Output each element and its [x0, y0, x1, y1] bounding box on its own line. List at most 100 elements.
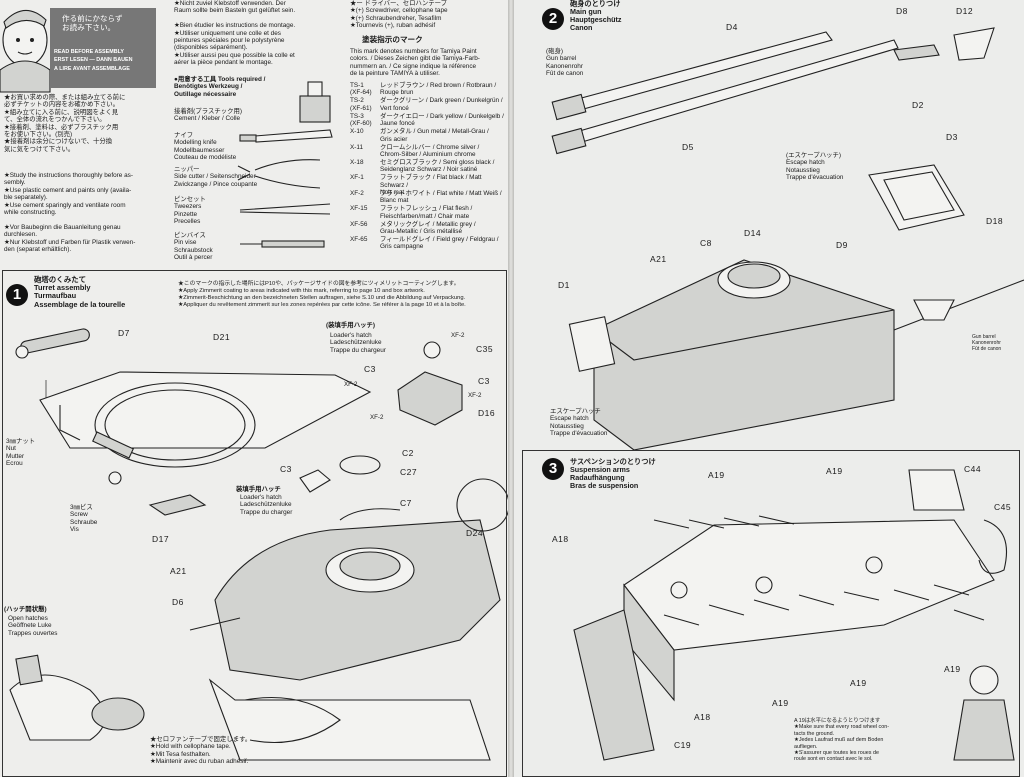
loader-hatch2-label: Loader's hatch Ladeschützenluke Trappe d…: [240, 494, 293, 516]
part-label: C35: [476, 344, 494, 354]
part-c3-drawing: [299, 469, 331, 493]
paint-mark-desc: This mark denotes numbers for Tamiya Pai…: [350, 48, 480, 78]
paint-code: XF-2: [350, 189, 364, 197]
loader-hatch-label: Loader's hatch Ladeschützenluke Trappe d…: [330, 332, 386, 354]
part-label: D4: [726, 22, 738, 32]
escape-hatch-label: (エスケープハッチ) Escape hatch Notausstieg Trap…: [786, 152, 844, 182]
paint-label: XF-2: [451, 332, 465, 339]
part-label: A21: [170, 566, 187, 576]
step1-title: 砲塔のくみたて Turret assembly Turmaufbau Assem…: [34, 275, 126, 309]
left-page-drawings: [0, 9, 508, 761]
part-label: D24: [466, 528, 484, 538]
suspension-arm-drawings: [653, 515, 985, 626]
cartoon-soldier-figure: [953, 665, 1015, 761]
paint-code: XF-65: [350, 235, 368, 243]
part-label: A19: [944, 664, 961, 674]
paint-color-row: TS-2 (XF-61)ダークグリーン / Dark green / Dunke…: [350, 97, 506, 112]
paint-color-row: XF-2 フラットホワイト / Flat white / Matt Weiß / …: [350, 190, 506, 205]
part-label: D1: [558, 280, 570, 290]
paint-name: フラットフレッシュ / Flat flesh / Fleischfarben/m…: [380, 205, 473, 220]
read-before-fr: A LIRE AVANT ASSEMBLAGE: [54, 65, 130, 72]
intro-jp-text: ★お買い求めの際、または組み立てる前に 必ずチケットの内容をお確かめ下さい。 ★…: [4, 94, 126, 153]
part-label: A18: [694, 712, 711, 722]
screw-label: 3㎜ビス Screw Schraube Vis: [70, 504, 98, 534]
paint-color-row: TS-1 (XF-64) レッドブラウン / Red brown / Rotbra…: [350, 82, 506, 97]
gun-barrel-d5-drawing: [551, 39, 899, 155]
part-label: D14: [744, 228, 762, 238]
part-label: D5: [682, 142, 694, 152]
gun-barrel-small-label: Gun barrel Kanonenrohr Fût de canon: [972, 334, 1002, 352]
open-hatch-label: Open hatches Geöffnete Luke Trappes ouve…: [8, 615, 58, 637]
part-label: D21: [213, 332, 231, 342]
paint-label: XF-2: [468, 392, 482, 399]
paint-color-list: TS-1 (XF-64) レッドブラウン / Red brown / Rotbra…: [350, 82, 506, 251]
read-before-en: READ BEFORE ASSEMBLY: [54, 49, 124, 55]
part-label: C3: [364, 364, 376, 374]
tweezers-drawing: [239, 203, 331, 215]
escape-hatch-drawing: [868, 164, 965, 231]
intro-mid-text: ★Nicht zuviel Klebstoff verwenden. Der R…: [174, 0, 296, 67]
tool-tweezers: ピンセット Tweezers Pinzette Precelles: [174, 196, 206, 226]
turret-top-drawing: [39, 371, 372, 468]
part-label: D18: [986, 216, 1004, 226]
tool-cement: 接着剤(プラスチック用) Cement / Kleber / Colle: [174, 108, 243, 123]
paint-color-row: TS-3 (XF-60)ダークイエロー / Dark yellow / Dunk…: [350, 113, 506, 128]
part-label: D12: [956, 6, 974, 16]
paint-mark-title: 塗装指示のマーク: [362, 35, 423, 44]
open-hatch-jp: (ハッチ開状態): [4, 606, 47, 613]
nut-label: 3㎜ナット Nut Mutter Ecrou: [6, 438, 36, 468]
part-label: D2: [912, 100, 924, 110]
modelling-knife-drawing: [239, 129, 333, 143]
right-page-drawings: [551, 27, 1024, 761]
right-page: 2 砲身のとりつけ Main gun Hauptgeschütz Canon D…: [514, 0, 1024, 777]
part-label: D17: [152, 534, 170, 544]
open-hatch-detail-drawing: [9, 654, 145, 741]
ground-contact-note: A 19は水平になるようとりつけます ★Make sure that every…: [794, 718, 890, 763]
part-label: C3: [280, 464, 292, 474]
tape-note: ★セロファンテープで固定します。 ★Hold with cellophane t…: [150, 736, 252, 766]
intro-en-text: ★Study the instructions thoroughly befor…: [4, 172, 133, 217]
gun-barrel-label: (砲身) Gun barrel Kanonenrohr Fût de canon: [546, 48, 584, 78]
part-label: C19: [674, 740, 692, 750]
part-label: C2: [402, 448, 414, 458]
paint-name: メタリックグレイ / Metallic grey / Grau-Metallic…: [380, 220, 476, 235]
read-before-multilang: READ BEFORE ASSEMBLY ERST LESEN — DANN B…: [54, 48, 132, 73]
paint-name: セミグロスブラック / Semi gloss black / Seidengla…: [380, 158, 495, 174]
loader-hatch-drawing: [397, 341, 463, 426]
loader-hatch-jp: (装填手用ハッチ): [326, 322, 375, 329]
cement-bottle-drawing: [299, 81, 331, 123]
paint-code: TS-1 (XF-64): [350, 82, 372, 97]
paint-code: X-18: [350, 158, 364, 166]
loader-hatch2-jp: 装填手用ハッチ: [236, 486, 281, 493]
part-label: C27: [400, 467, 418, 477]
paint-code: TS-2 (XF-61): [350, 97, 372, 112]
read-before-jp: 作る前にかならず お読み下さい。: [62, 14, 123, 32]
part-label: A19: [850, 678, 867, 688]
paint-color-row: X-18 セミグロスブラック / Semi gloss black / Seide…: [350, 159, 506, 174]
paint-name: レッドブラウン / Red brown / Rotbraun / Rouge b…: [380, 82, 497, 97]
hull-drawing: [568, 259, 895, 451]
paint-name: フラットホワイト / Flat white / Matt Weiß / Blan…: [380, 189, 502, 205]
paint-label: XF-2: [370, 414, 384, 421]
step2-number: 2: [542, 8, 564, 30]
cartoon-commander-figure: [0, 9, 51, 93]
part-d12-drawing: [953, 27, 995, 61]
part-d7-drawing: [15, 328, 90, 359]
zimmerit-note: ★このマークの指示した場所にはP10や、パッケージサイドの図を参考にツィメリット…: [178, 281, 466, 308]
intro-de-text: ★Vor Baubeginn die Bauanleitung genau du…: [4, 224, 136, 254]
part-label: D7: [118, 328, 130, 338]
step2-title: 砲身のとりつけ Main gun Hauptgeschütz Canon: [570, 0, 622, 32]
part-label: D6: [172, 597, 184, 607]
side-cutter-drawing: [237, 159, 321, 189]
part-label: D8: [896, 6, 908, 16]
step3-number: 3: [542, 458, 564, 480]
part-label: D3: [946, 132, 958, 142]
part-label: C3: [478, 376, 490, 386]
tool-knife: ナイフ Modelling knife Modellbaumesser Cout…: [174, 132, 237, 162]
paint-name: クロームシルバー / Chrome silver / Chrom-Silber …: [380, 143, 480, 158]
part-label: A21: [650, 254, 667, 264]
gun-barrel-d4-drawing: [551, 31, 833, 121]
suspension-hull-drawing: [573, 519, 995, 761]
